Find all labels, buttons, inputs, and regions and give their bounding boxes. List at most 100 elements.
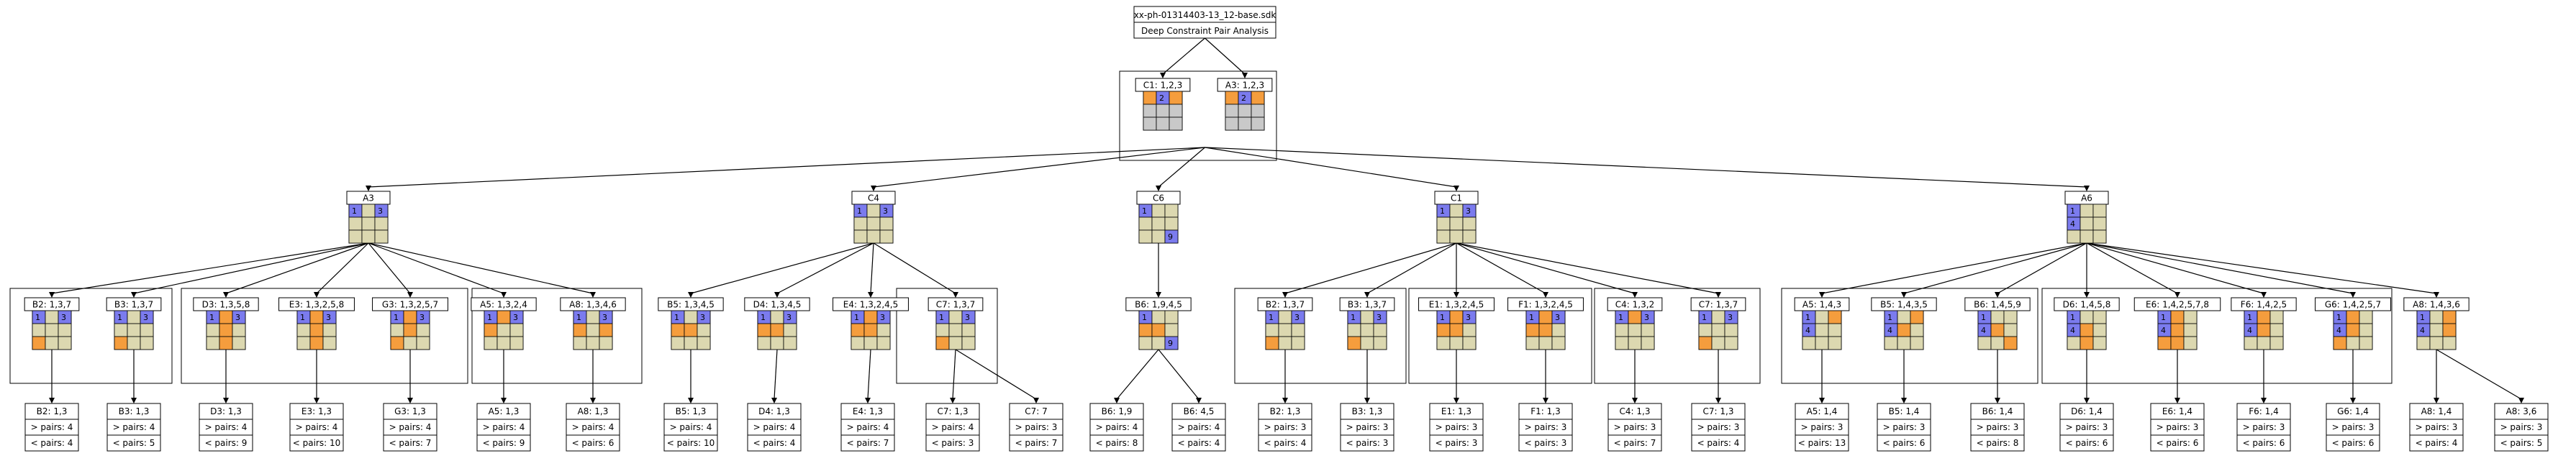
grid-cell <box>1164 310 1179 324</box>
record-pairs-in: < pairs: 4 <box>1697 438 1740 448</box>
record-pairs-out: > pairs: 3 <box>2157 422 2199 432</box>
grid-cell <box>1360 336 1374 350</box>
grid-cell <box>684 336 698 350</box>
l3-node-24: G6: 1,4,2,5,714 <box>2315 297 2391 350</box>
record-pairs-out: > pairs: 4 <box>753 422 796 432</box>
record-label: E6: 1,4 <box>2162 406 2192 416</box>
record-pairs-in: < pairs: 9 <box>205 438 248 448</box>
l4-record-13: B6: 4,5> pairs: 4< pairs: 4 <box>1171 403 1226 452</box>
record-label: F6: 1,4 <box>2249 406 2278 416</box>
grid-cell <box>45 336 59 350</box>
grid-cell <box>1291 323 1305 337</box>
grid-cell <box>1641 323 1655 337</box>
grid-cell <box>2170 336 2185 350</box>
cell-digit: 3 <box>786 313 792 322</box>
edge <box>133 242 369 294</box>
grid-cell <box>484 336 498 350</box>
arrowhead <box>2261 398 2267 403</box>
grid-cell <box>2080 323 2094 337</box>
grid-cell <box>403 336 417 350</box>
grid-cell <box>1278 310 1292 324</box>
grid-cell <box>783 323 797 337</box>
record-pairs-out: > pairs: 4 <box>1178 422 1220 432</box>
grid-cell <box>1538 336 1553 350</box>
l4-record-0: B2: 1,3> pairs: 4< pairs: 4 <box>24 403 79 452</box>
l4-record-8: D4: 1,3> pairs: 4< pairs: 4 <box>747 403 802 452</box>
edge <box>1366 242 1457 294</box>
record-pairs-in: < pairs: 6 <box>2066 438 2108 448</box>
record-pairs-in: < pairs: 4 <box>1264 438 1307 448</box>
grid-cell <box>416 323 430 337</box>
l3-node-11: B6: 1,9,4,519 <box>1125 297 1192 350</box>
record-pairs-out: > pairs: 3 <box>2243 422 2285 432</box>
cell-digit: 3 <box>1728 313 1733 322</box>
tree-edges <box>49 37 2524 403</box>
node-label: C7: 1,3,7 <box>1699 300 1738 310</box>
grid-cell <box>1724 323 1738 337</box>
record-label: E1: 1,3 <box>1441 406 1471 416</box>
grid-cell <box>1828 310 1842 324</box>
grid-cell <box>1143 91 1157 105</box>
record-label: B6: 1,9 <box>1102 406 1133 416</box>
cell-digit: 4 <box>2070 326 2075 335</box>
grid-cell <box>1711 323 1725 337</box>
arrowhead <box>1715 398 1721 403</box>
node-label: D4: 1,3,4,5 <box>753 300 802 310</box>
edge <box>2086 242 2354 294</box>
l1-node-0: C1: 1,2,32 <box>1135 78 1191 131</box>
grid-cell <box>684 310 698 324</box>
grid-cell <box>509 336 524 350</box>
grid-cell <box>697 323 711 337</box>
record-pairs-in: < pairs: 7 <box>389 438 432 448</box>
grid-cell <box>935 336 950 350</box>
grid-cell <box>1615 336 1629 350</box>
arrowhead <box>1364 292 1370 298</box>
grid-cell <box>1724 336 1738 350</box>
record-label: G3: 1,3 <box>394 406 426 416</box>
grid-cell <box>1347 336 1361 350</box>
grid-cell <box>1251 104 1265 118</box>
grid-cell <box>1436 229 1451 244</box>
record-pairs-out: > pairs: 3 <box>2332 422 2375 432</box>
record-pairs-in: < pairs: 6 <box>572 438 614 448</box>
record-label: A8: 3,6 <box>2506 406 2537 416</box>
cell-digit: 1 <box>352 206 357 216</box>
cell-digit: 1 <box>1440 313 1445 322</box>
record-label: G6: 1,4 <box>2337 406 2369 416</box>
record-pairs-out: > pairs: 4 <box>1096 422 1138 432</box>
cell-digit: 3 <box>1466 206 1471 216</box>
record-pairs-in: < pairs: 8 <box>1096 438 1138 448</box>
node-label: B2: 1,3,7 <box>32 300 71 310</box>
grid-cell <box>2092 204 2107 218</box>
l4-record-27: A8: 1,4> pairs: 3< pairs: 4 <box>2409 403 2464 452</box>
grid-cell <box>1641 336 1655 350</box>
grid-cell <box>1538 310 1553 324</box>
grid-cell <box>1169 117 1183 131</box>
l3-node-21: D6: 1,4,5,814 <box>2054 297 2120 350</box>
edge <box>690 242 874 294</box>
grid-cell <box>1551 323 1566 337</box>
edge <box>1158 147 1205 188</box>
record-pairs-in: < pairs: 6 <box>2157 438 2199 448</box>
grid-cell <box>296 336 311 350</box>
grid-cell <box>783 336 797 350</box>
grid-cell <box>45 323 59 337</box>
node-label: D6: 1,4,5,8 <box>2063 300 2111 310</box>
l4-record-1: B3: 1,3> pairs: 4< pairs: 5 <box>106 403 161 452</box>
grid-cell <box>2257 336 2271 350</box>
cell-digit: 4 <box>1887 326 1892 335</box>
grid-cell <box>1278 336 1292 350</box>
grid-cell <box>1449 310 1464 324</box>
arrowhead <box>501 292 507 298</box>
record-label: E3: 1,3 <box>301 406 332 416</box>
record-pairs-out: > pairs: 4 <box>205 422 248 432</box>
record-pairs-out: > pairs: 3 <box>2500 422 2543 432</box>
record-pairs-out: > pairs: 3 <box>1801 422 1843 432</box>
grid-cell <box>1164 336 1179 350</box>
grid-cell <box>1278 323 1292 337</box>
arrowhead <box>2084 398 2090 403</box>
